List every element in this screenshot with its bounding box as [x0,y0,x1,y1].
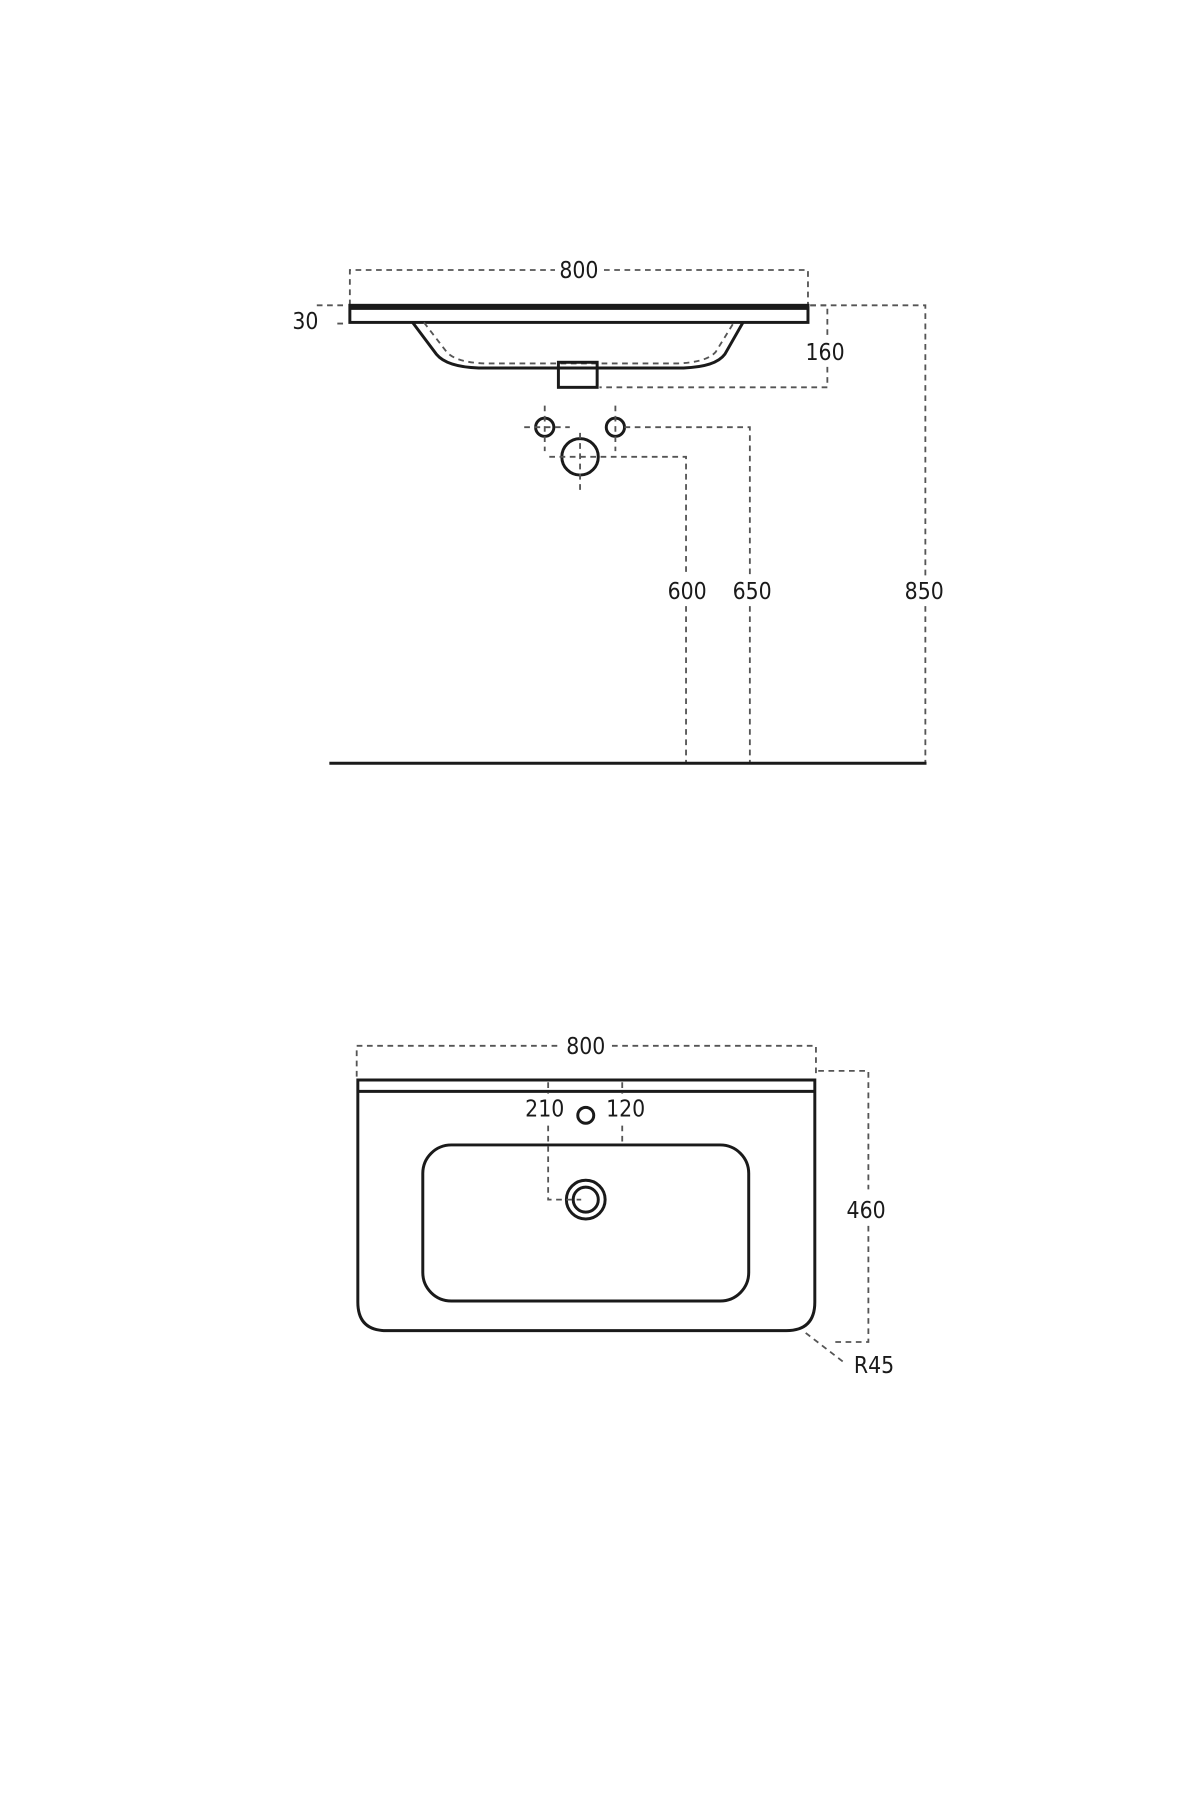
plan-width-label: 800 [566,1034,605,1060]
plan-depth-dimension: 460 [818,1069,886,1343]
tap-hole-icon [576,1105,596,1125]
supply-connections: 650 [524,405,772,764]
tap-offset-right-label: 120 [606,1096,645,1122]
corner-radius-label: R45 [854,1353,894,1379]
waste-connection: 600 [549,432,707,764]
thickness-label: 30 [292,309,318,335]
bowl-inner-line [423,321,735,365]
drain-outlet [556,360,599,389]
tap-offset-left-label: 210 [525,1096,564,1122]
depth-label: 160 [806,340,845,366]
side-view: 800 30 160 850 650 600 [292,258,944,765]
drain-inner-icon [571,1185,600,1214]
top-view: 800 210 120 460 R45 [355,1034,894,1379]
plan-depth-label: 460 [847,1198,886,1224]
corner-radius-callout: R45 [805,1332,894,1379]
thickness-dimension: 30 [292,304,348,335]
top-height-label: 850 [905,579,944,605]
width-label: 800 [559,258,598,284]
basin-bowl [411,321,745,370]
basin-outline [356,1078,817,1333]
top-height-dimension: 850 [810,304,944,764]
width-dimension: 800 [348,258,809,306]
tap-offset-dimensions: 210 120 [525,1082,645,1201]
basin-bowl-plan [421,1143,751,1303]
plan-width-dimension: 800 [355,1034,817,1077]
supply-height-label: 650 [733,579,772,605]
waste-height-label: 600 [668,579,707,605]
